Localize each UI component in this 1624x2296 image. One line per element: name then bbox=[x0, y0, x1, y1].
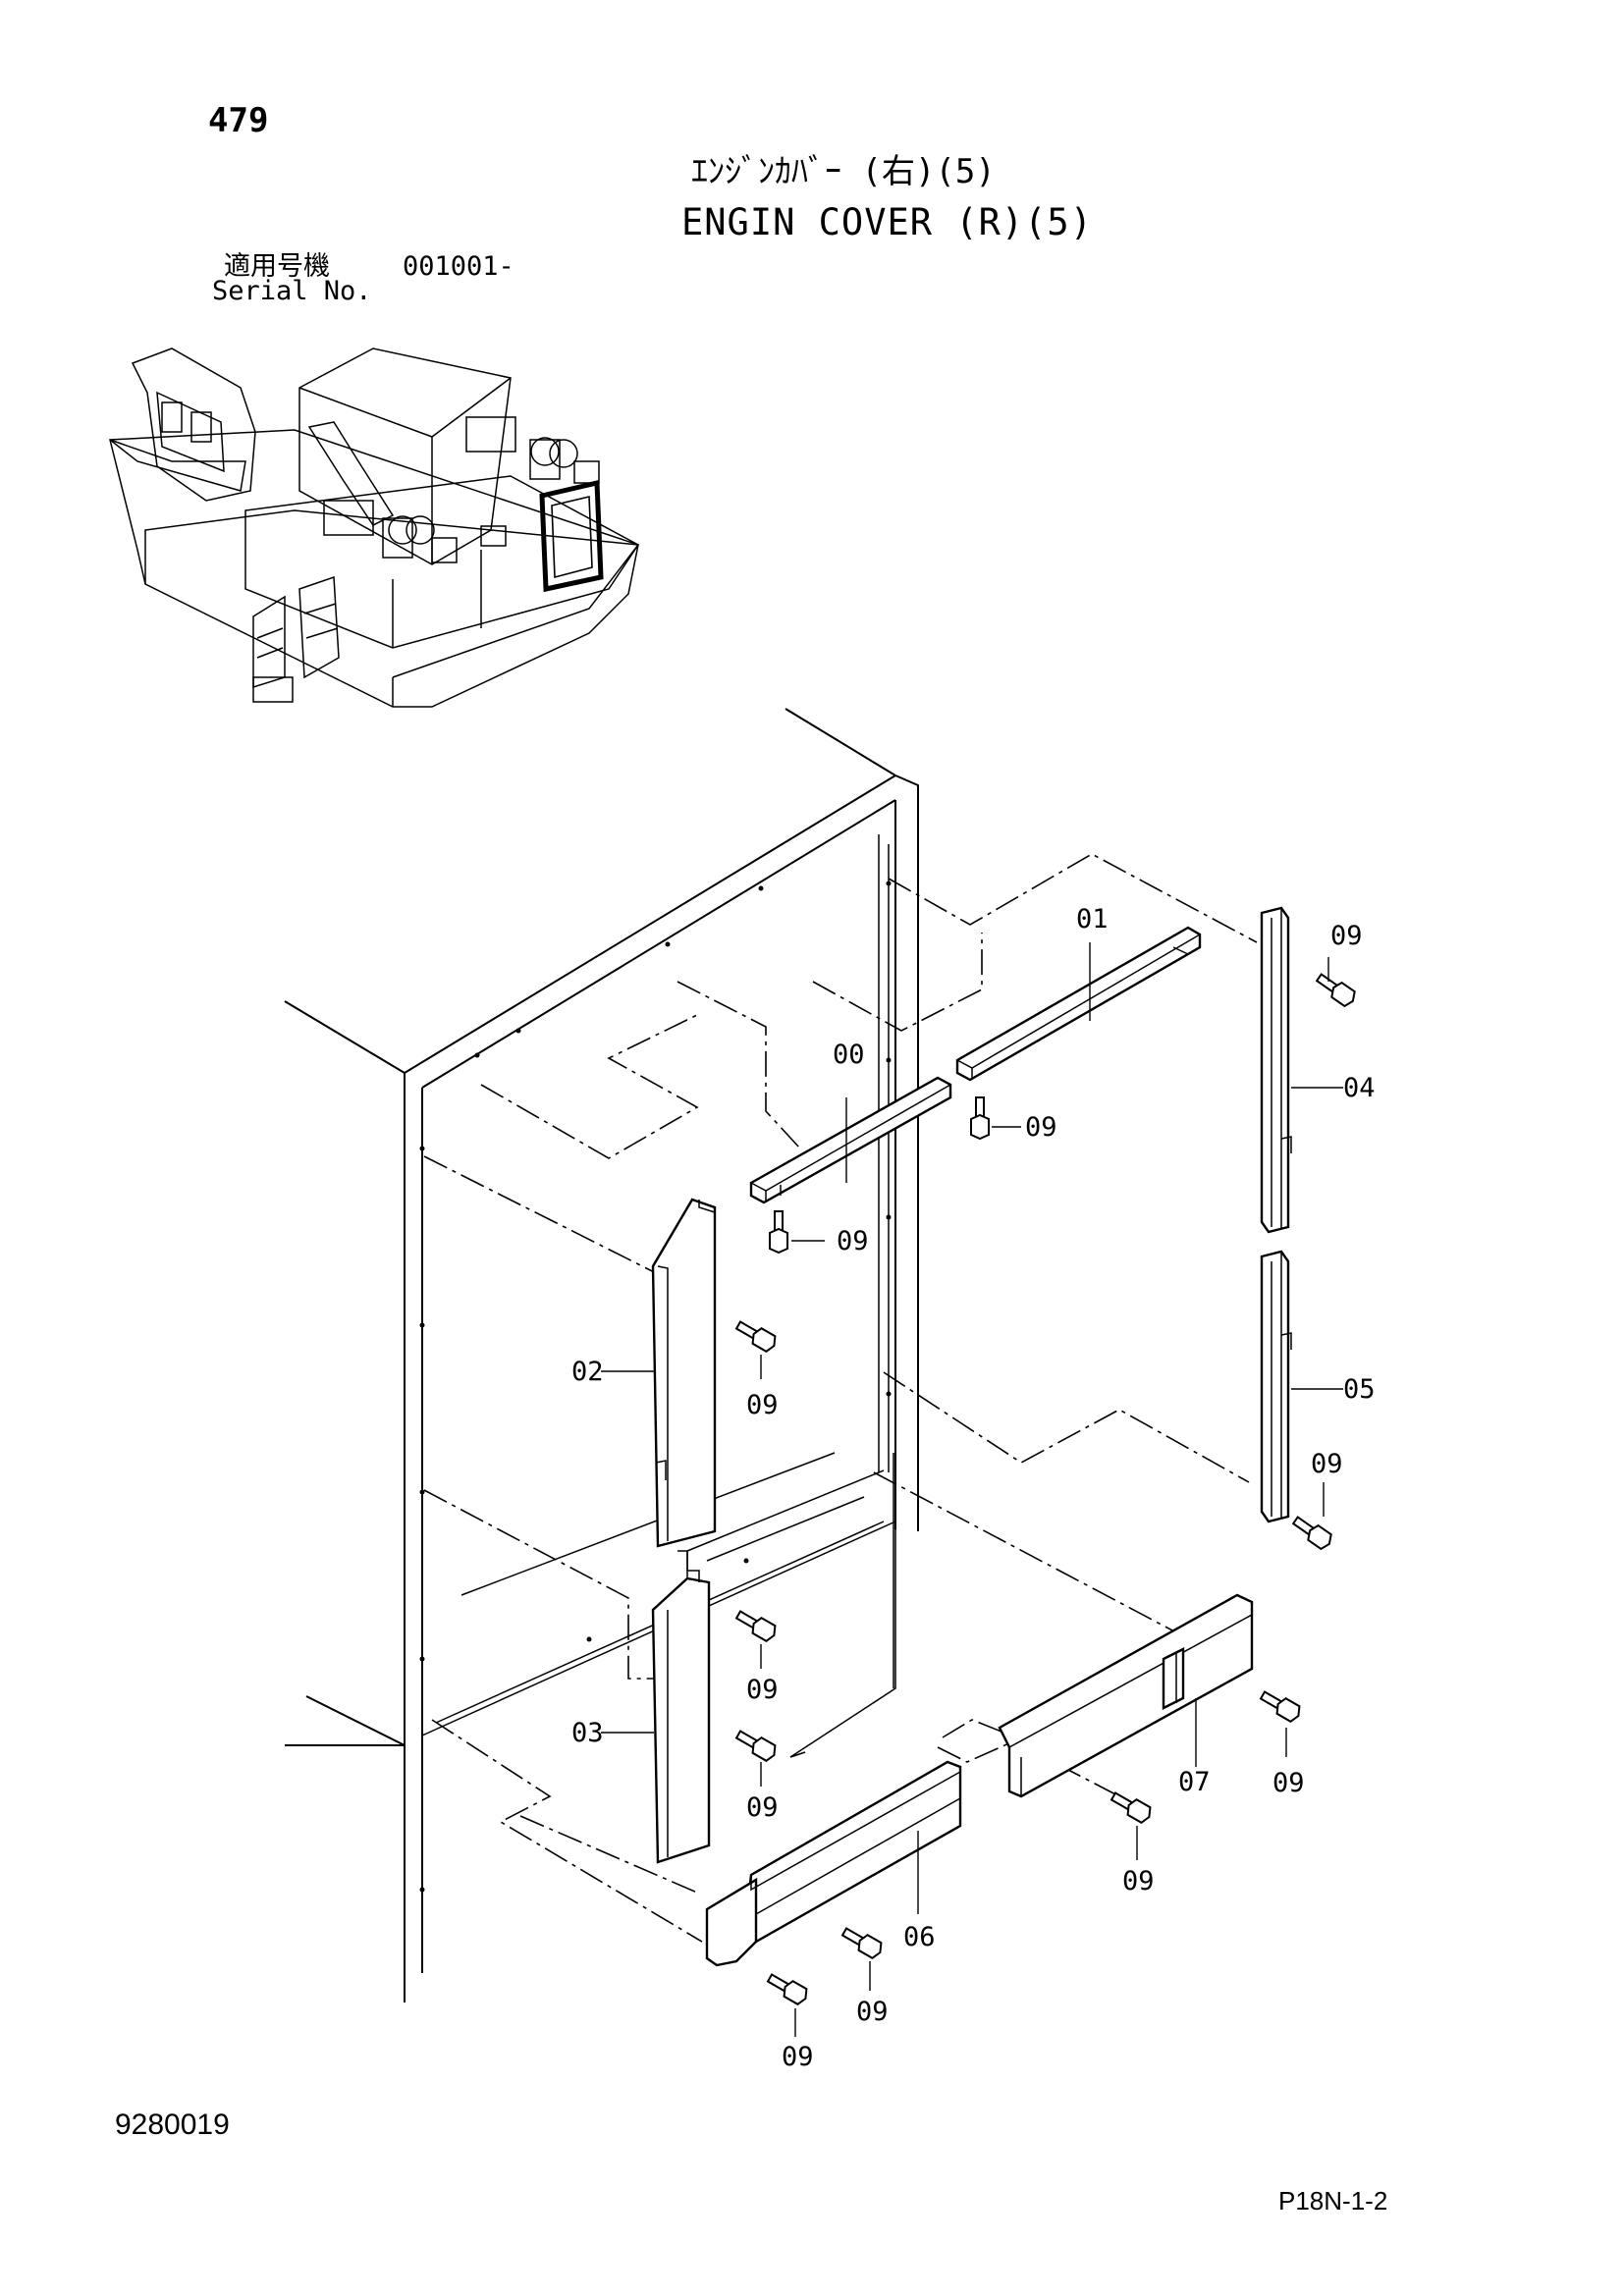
callout-04: 04 bbox=[1343, 1073, 1376, 1103]
engine-compartment-frame bbox=[284, 708, 919, 2002]
serial-number-value: 001001- bbox=[403, 251, 514, 282]
bolt-icon bbox=[769, 1210, 788, 1255]
callout-09: 09 bbox=[1272, 1768, 1305, 1798]
drawing-number: 9280019 bbox=[115, 2109, 230, 2141]
bolt-icon bbox=[734, 1320, 777, 1353]
callout-09: 09 bbox=[1122, 1866, 1155, 1896]
part-05-vertical-post bbox=[1260, 1250, 1292, 1523]
callout-leader-lines bbox=[601, 942, 1343, 2037]
part-06-lower-bracket bbox=[705, 1760, 962, 1967]
bolts-09 bbox=[734, 973, 1356, 2005]
part-02-side-plate bbox=[651, 1198, 717, 1548]
bolt-icon bbox=[734, 1730, 777, 1762]
part-01-upper-rail bbox=[955, 926, 1202, 1082]
callout-09: 09 bbox=[1311, 1449, 1343, 1479]
callout-00: 00 bbox=[833, 1040, 865, 1070]
callout-labels: 01 00 04 05 02 03 06 07 09 09 09 09 09 0… bbox=[571, 904, 1376, 2072]
part-03-side-plate bbox=[651, 1550, 711, 1864]
callout-09: 09 bbox=[746, 1675, 779, 1705]
serial-label-japanese: 適用号機 bbox=[224, 251, 330, 282]
bolt-icon bbox=[1315, 973, 1356, 1008]
callout-09: 09 bbox=[782, 2042, 814, 2072]
callout-09: 09 bbox=[1025, 1112, 1057, 1143]
bolt-icon bbox=[766, 1973, 808, 2005]
callout-07: 07 bbox=[1178, 1767, 1211, 1797]
part-07-bracket bbox=[998, 1593, 1254, 1798]
callout-09: 09 bbox=[837, 1226, 869, 1256]
sheet-reference: P18N-1-2 bbox=[1278, 2186, 1388, 2216]
callout-02: 02 bbox=[571, 1357, 604, 1387]
callout-05: 05 bbox=[1343, 1374, 1376, 1405]
bolt-icon bbox=[970, 1096, 990, 1141]
part-04-vertical-post bbox=[1260, 906, 1292, 1234]
page-number: 479 bbox=[208, 101, 269, 140]
callout-01: 01 bbox=[1076, 904, 1109, 934]
part-00-lower-rail bbox=[749, 1076, 952, 1204]
bolt-icon bbox=[1259, 1690, 1301, 1723]
assembly-dash-lines bbox=[423, 853, 1258, 1943]
serial-label-english: Serial No. bbox=[212, 276, 372, 306]
bolt-icon bbox=[1110, 1791, 1152, 1824]
callout-09: 09 bbox=[856, 1997, 889, 2027]
title-english: ENGIN COVER (R)(5) bbox=[681, 201, 1093, 243]
bolt-icon bbox=[734, 1610, 777, 1642]
callout-06: 06 bbox=[903, 1922, 936, 1952]
callout-09: 09 bbox=[1330, 921, 1363, 951]
callout-09: 09 bbox=[746, 1792, 779, 1823]
bolt-icon bbox=[840, 1927, 883, 1959]
title-japanese: ｴﾝｼﾞﾝｶﾊﾞｰ (右)(5) bbox=[691, 152, 996, 191]
callout-09: 09 bbox=[746, 1390, 779, 1420]
machine-overview-illustration bbox=[109, 347, 640, 708]
callout-03: 03 bbox=[571, 1718, 604, 1748]
bolt-icon bbox=[1291, 1516, 1332, 1551]
